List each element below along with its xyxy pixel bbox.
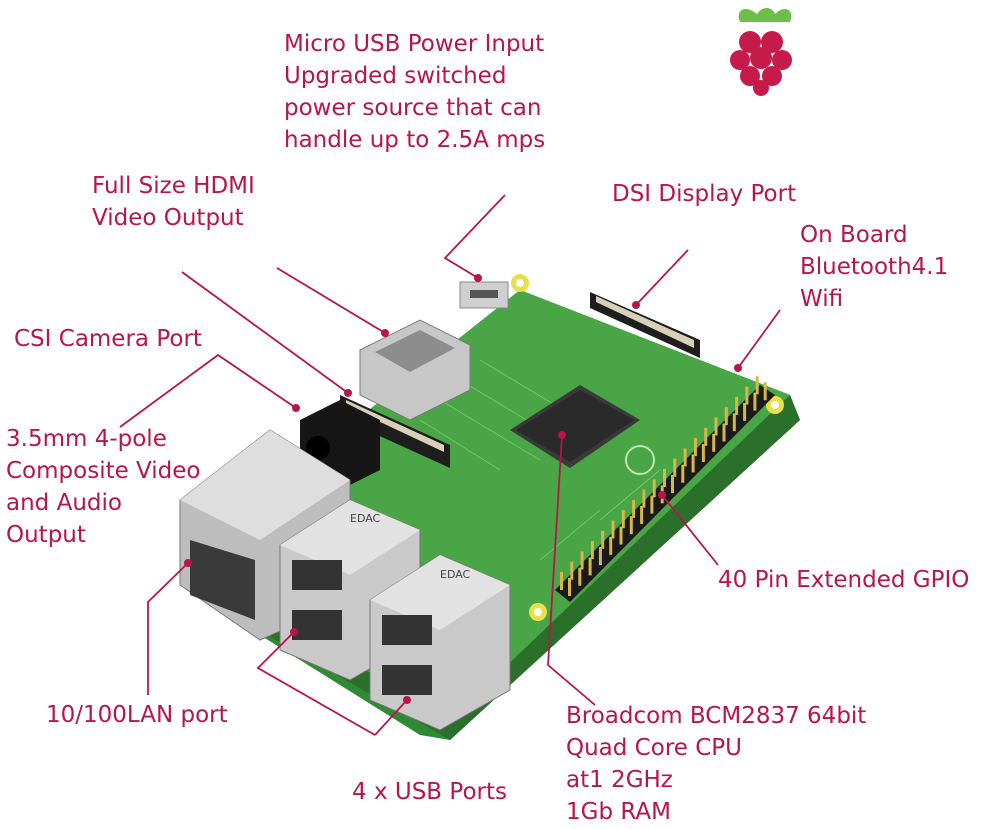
hdmi-line-2: Video Output	[92, 205, 244, 231]
usb-line-1: 4 x USB Ports	[352, 779, 507, 805]
label-usb-ports: 4 x USB Ports	[352, 776, 507, 808]
gpio-pin	[722, 423, 726, 442]
gpio-pin	[714, 417, 718, 436]
gpio-pin	[568, 578, 571, 596]
gpio-pin	[629, 516, 633, 535]
csi-line-1: CSI Camera Port	[14, 326, 202, 352]
label-gpio: 40 Pin Extended GPIO	[718, 564, 969, 596]
usb-brand-label-1: EDAC	[350, 512, 381, 525]
audio-line-2: Composite Video	[6, 458, 201, 484]
raspberry-pi-logo	[730, 8, 792, 96]
gpio-pin	[683, 448, 687, 467]
gpio-pin	[701, 444, 705, 463]
hdmi-line-1: Full Size HDMI	[92, 173, 255, 199]
gpio-pin	[578, 567, 582, 586]
label-hdmi-output: Full Size HDMI Video Output	[92, 170, 255, 234]
gpio-pin	[652, 479, 656, 498]
gpio-pin	[753, 392, 757, 411]
cpu-line-2: Quad Core CPU	[566, 735, 742, 761]
power-line-4: handle up to 2.5A mps	[284, 127, 546, 153]
gpio-pin	[663, 469, 666, 487]
audio-line-4: Output	[6, 522, 86, 548]
dsi-leader	[635, 249, 689, 306]
cpu-chip	[510, 385, 640, 468]
lan-line-1: 10/100LAN port	[46, 702, 228, 728]
gpio-pin	[601, 530, 605, 549]
usb-leader-1	[256, 631, 376, 736]
cpu-line-3: at1 2GHz	[566, 767, 673, 793]
dsi-line-1: DSI Display Port	[612, 181, 797, 207]
hdmi-connector	[359, 319, 471, 421]
power-leader	[443, 194, 506, 279]
gpio-pin	[621, 510, 625, 529]
audio-line-3: and Audio	[6, 490, 122, 516]
gpio-pin	[560, 572, 563, 590]
cpu-leader	[547, 434, 596, 706]
gpio-pin	[763, 382, 767, 401]
gpio-pin	[724, 407, 728, 426]
power-line-3: power source that can	[284, 95, 542, 121]
gpio-pin	[632, 499, 636, 518]
gpio-pin	[598, 547, 602, 566]
label-audio-output: 3.5mm 4-pole Composite Video and Audio O…	[6, 423, 201, 551]
gpio-pin	[588, 557, 592, 576]
power-line-1: Micro USB Power Input	[284, 31, 545, 57]
label-cpu: Broadcom BCM2837 64bit Quad Core CPU at1…	[566, 700, 866, 828]
hdmi-leader	[276, 267, 386, 334]
label-dsi-port: DSI Display Port	[612, 178, 796, 210]
cpu-line-1: Broadcom BCM2837 64bit	[566, 703, 867, 729]
label-power-input: Micro USB Power Input Upgraded switched …	[284, 28, 545, 156]
gpio-line-1: 40 Pin Extended GPIO	[718, 567, 970, 593]
leader-lines	[119, 194, 781, 736]
gpio-pin	[691, 454, 695, 473]
label-lan-port: 10/100LAN port	[46, 699, 228, 731]
gpio-pin	[570, 561, 574, 580]
label-wireless: On Board Bluetooth4.1 Wifi	[800, 219, 948, 315]
wireless-line-1: On Board	[800, 222, 908, 248]
gpio-pin	[732, 413, 736, 432]
gpio-leader	[661, 494, 719, 566]
dsi-connector	[590, 292, 700, 358]
gpio-pin	[681, 464, 685, 483]
label-csi-camera: CSI Camera Port	[14, 323, 202, 355]
power-line-2: Upgraded switched	[284, 63, 507, 89]
gpio-pin	[673, 458, 677, 477]
usb-brand-label-2: EDAC	[440, 568, 471, 581]
gpio-pin	[704, 427, 708, 446]
gpio-pin	[735, 396, 739, 415]
gpio-pin	[611, 520, 615, 539]
wireless-line-2: Bluetooth4.1	[800, 254, 949, 280]
wireless-line-3: Wifi	[800, 286, 844, 312]
lan-leader	[147, 562, 189, 695]
audio-leader-1	[119, 353, 297, 428]
gpio-pin	[640, 505, 644, 524]
gpio-pin	[743, 402, 747, 421]
gpio-pin	[755, 376, 759, 395]
gpio-pin	[745, 386, 749, 405]
cpu-line-4: 1Gb RAM	[566, 799, 671, 825]
gpio-pin	[619, 526, 623, 545]
csi-leader	[181, 271, 349, 394]
audio-line-1: 3.5mm 4-pole	[6, 426, 167, 452]
gpio-pin	[590, 541, 594, 560]
gpio-pin	[580, 551, 584, 570]
usb-leader-2	[374, 699, 408, 736]
micro-usb-connector	[459, 281, 509, 309]
gpio-pin	[671, 475, 674, 493]
gpio-pin	[609, 536, 613, 555]
wireless-leader	[737, 309, 781, 369]
csi-connector	[340, 395, 450, 468]
gpio-pin	[712, 433, 716, 452]
gpio-pin	[650, 495, 654, 514]
gpio-pin	[642, 489, 646, 508]
usb-stack-2: EDAC	[369, 554, 511, 731]
gpio-pin	[693, 438, 697, 457]
